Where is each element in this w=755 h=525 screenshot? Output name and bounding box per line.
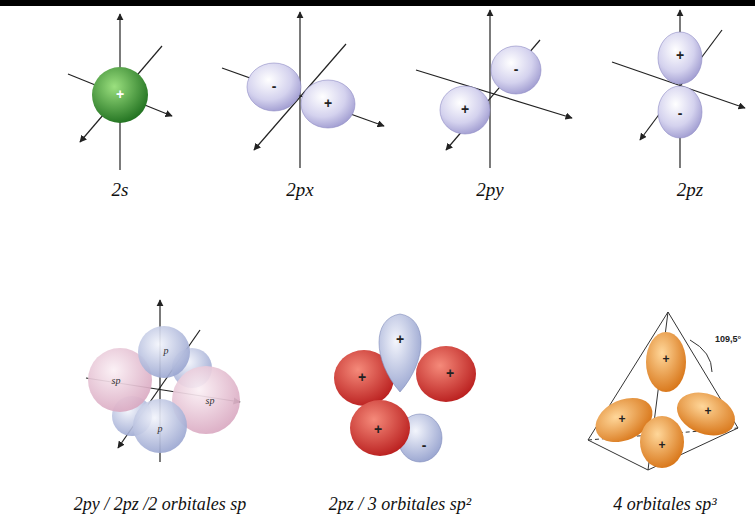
lobe-label: sp	[112, 375, 121, 386]
phase-sign: +	[676, 48, 684, 63]
phase-sign: +	[446, 366, 454, 381]
sp-orbitals	[86, 300, 240, 462]
top-bar	[0, 0, 755, 6]
p-lobe	[658, 86, 702, 138]
axis-line	[640, 30, 722, 140]
axis-line	[489, 10, 490, 168]
phase-sign: +	[704, 405, 711, 418]
orbital-label: 2py	[476, 180, 503, 201]
lobe-label: sp	[206, 395, 215, 406]
hybrid-caption: 4 orbitales sp³	[613, 495, 716, 515]
p-lobe	[247, 63, 301, 111]
orbital-label: 2s	[112, 180, 129, 201]
orbital-label: 2px	[286, 180, 313, 201]
phase-sign: -	[514, 62, 519, 77]
lobe-label: p	[158, 423, 163, 434]
phase-sign: -	[678, 106, 683, 121]
s-orbital	[68, 14, 172, 170]
angle-label: 109,5°	[715, 335, 741, 345]
phase-sign: -	[422, 438, 427, 453]
lobe-label: p	[164, 345, 169, 356]
phase-sign: -	[272, 79, 277, 94]
hybrid-caption: 2pz / 3 orbitales sp²	[329, 495, 471, 515]
orbital-label: 2pz	[677, 180, 703, 201]
sp2-orbitals	[334, 314, 476, 462]
s-lobe	[92, 67, 148, 123]
phase-sign: +	[358, 370, 366, 385]
p-lobe	[491, 46, 541, 94]
sp2-lobe	[350, 400, 410, 456]
phase-sign: +	[662, 353, 669, 366]
pz-orbital	[612, 10, 745, 168]
p-lobe	[658, 32, 702, 84]
phase-sign: +	[396, 332, 404, 347]
sp2-lobe	[416, 346, 476, 402]
p-lobe	[133, 399, 187, 453]
axis-line	[80, 46, 162, 142]
phase-sign: +	[658, 439, 665, 452]
p-lobe	[301, 80, 355, 128]
sp3-lobe	[640, 416, 684, 468]
py-orbital	[416, 10, 572, 168]
phase-sign: +	[461, 102, 469, 117]
phase-sign: +	[618, 413, 625, 426]
phase-sign: +	[324, 96, 332, 111]
sp3-orbitals	[588, 312, 741, 470]
p-lobe	[138, 326, 190, 378]
sp3-lobe	[646, 332, 686, 392]
p-lobe	[440, 86, 490, 134]
phase-sign: +	[116, 87, 124, 102]
px-orbital	[222, 12, 384, 168]
tetrahedron-edge	[588, 440, 648, 470]
p-lobe	[379, 314, 421, 392]
hybrid-caption: 2py / 2pz /2 orbitales sp	[74, 495, 247, 515]
angle-arc	[690, 340, 712, 372]
phase-sign: +	[374, 422, 382, 437]
